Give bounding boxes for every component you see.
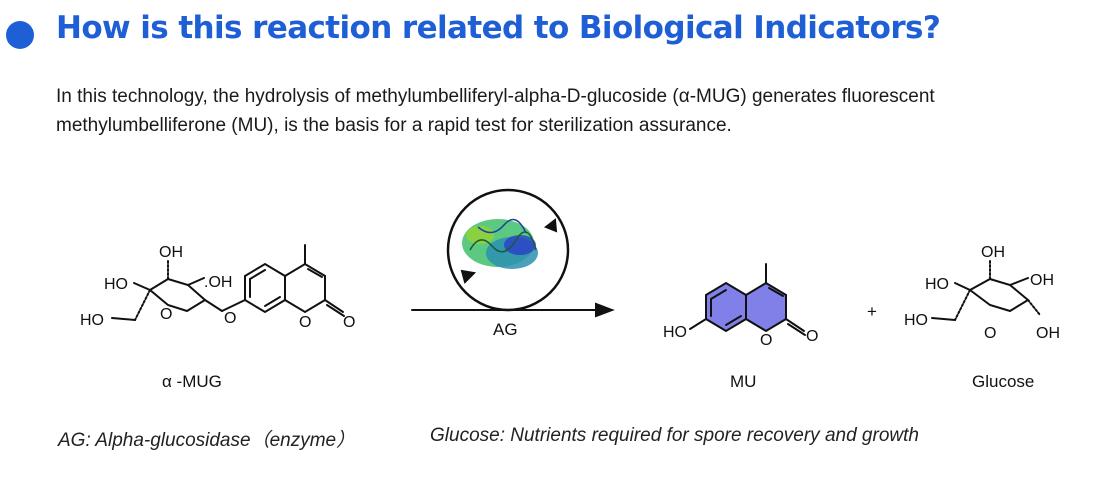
glucose-ho-left: HO [925,276,949,293]
mug-ho-bottom: HO [80,312,104,329]
mu-lactone-o: O [760,332,772,349]
mug-coumarin-rings [221,244,345,317]
page-title: How is this reaction related to Biologic… [56,10,941,46]
mu-carbonyl-o: O [806,328,818,345]
description-text: In this technology, the hydrolysis of me… [56,86,935,136]
title-bullet [6,21,34,49]
mug-ring-o: O [160,306,172,323]
glucose-note: Glucose: Nutrients required for spore re… [430,425,919,446]
mug-oh-right: .OH [204,274,232,291]
glucose-ring [931,260,1041,321]
glucose-oh-bottom: OH [1036,325,1060,342]
enzyme-note: AG: Alpha-glucosidase（enzyme） [58,430,356,451]
mug-link-o: O [224,310,236,327]
glucose-oh-top: OH [981,244,1005,261]
reaction-scheme: OH HO .OH HO O O O O HO O O OH HO OH HO … [80,188,1060,391]
enzyme-cycle [446,188,570,312]
mug-ho-left: HO [104,276,128,293]
mug-carbonyl-o: O [343,314,355,331]
glucose-ring-o: O [984,325,996,342]
reactant-label: α -MUG [162,372,222,391]
mu-ho: HO [663,324,687,341]
arrow-label: AG [493,320,518,339]
glucose-oh-right: OH [1030,272,1054,289]
product1-label: MU [730,372,756,391]
mu-structure [689,263,806,336]
mug-oh-top: OH [159,244,183,261]
enzyme-protein-icon [462,218,538,269]
mug-lactone-o: O [299,314,311,331]
plus-sign: + [867,302,877,321]
glucose-ho-bottom: HO [904,312,928,329]
mug-glucose-ring [111,260,223,321]
product2-label: Glucose [972,372,1034,391]
